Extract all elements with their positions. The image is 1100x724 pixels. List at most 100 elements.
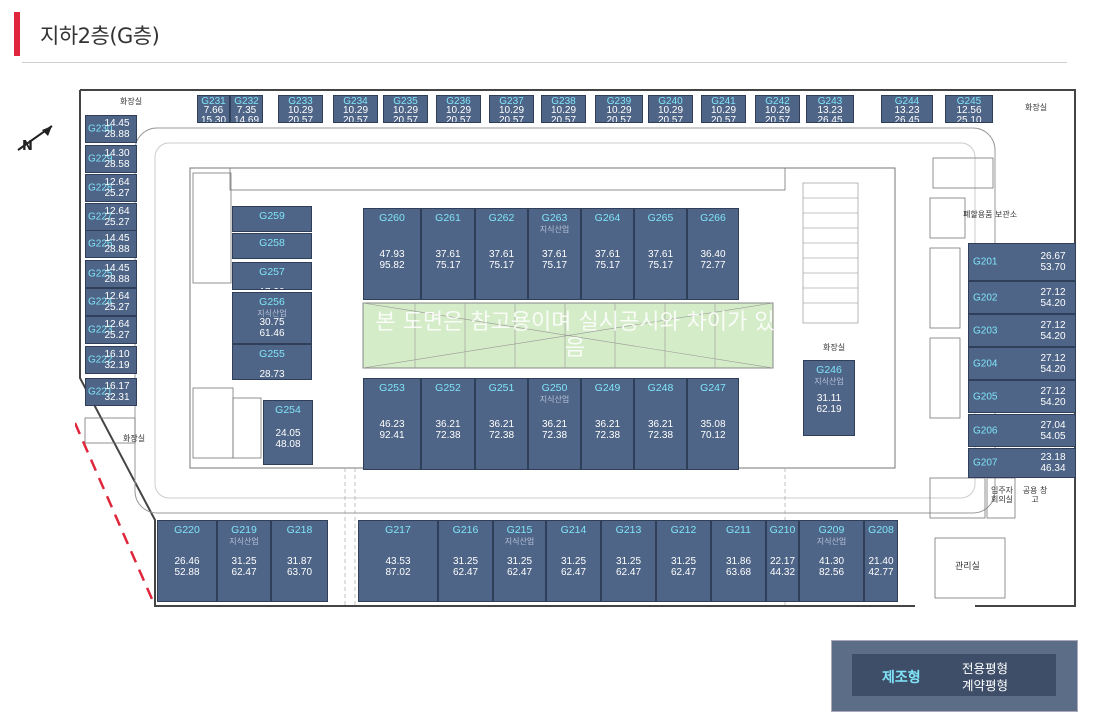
unit-exclusive-area: 27.04 (1040, 419, 1066, 431)
unit-contract-area: 82.56 (818, 567, 845, 578)
unit-code: G263 (541, 212, 568, 224)
unit-code: G209 (818, 524, 845, 536)
unit-g258[interactable]: G25816.8433.66 (232, 233, 312, 259)
unit-code: G250 (541, 382, 568, 394)
unit-contract-area: 26.45 (817, 115, 843, 123)
unit-exclusive-area: 21.40 (868, 556, 894, 567)
unit-contract-area: 28.88 (104, 274, 130, 285)
unit-code: G224 (88, 296, 113, 308)
unit-exclusive-area: 31.86 (725, 556, 752, 567)
unit-exclusive-area: 16.10 (104, 349, 130, 360)
compass-label: N (22, 139, 33, 154)
unit-exclusive-area: 23.18 (1040, 452, 1066, 463)
unit-code: G266 (700, 212, 726, 224)
unit-code: G256 (259, 296, 285, 308)
unit-contract-area: 48.08 (275, 439, 301, 450)
unit-exclusive-area: 14.30 (104, 148, 130, 159)
legend-inner: 제조형 전용평형 계약평형 (852, 654, 1056, 696)
unit-exclusive-area: 10.29 (445, 105, 472, 116)
unit-g259[interactable]: G25912.9925.97 (232, 206, 312, 232)
unit-contract-area: 15.30 (200, 115, 227, 123)
watermark-text: 본 도면은 참고용이며 실시공시와 차이가 있음 (375, 310, 775, 361)
unit-exclusive-area: 31.25 (670, 556, 697, 567)
unit-g257[interactable]: G25717.2034.39 (232, 262, 312, 290)
unit-code: G223 (88, 324, 113, 336)
unit-code: G211 (726, 524, 751, 536)
unit-code: G236 (446, 96, 471, 107)
unit-contract-area: 20.57 (764, 115, 791, 123)
unit-exclusive-area: 12.99 (233, 231, 311, 232)
unit-contract-area: 72.38 (647, 430, 674, 441)
unit-exclusive-area: 22.17 (769, 556, 796, 567)
unit-contract-area: 28.58 (104, 159, 130, 170)
unit-code: G239 (606, 96, 632, 107)
toilet-label-2: 화장실 (120, 97, 143, 106)
unit-code: G232 (234, 96, 259, 107)
unit-code: G230 (88, 123, 113, 135)
